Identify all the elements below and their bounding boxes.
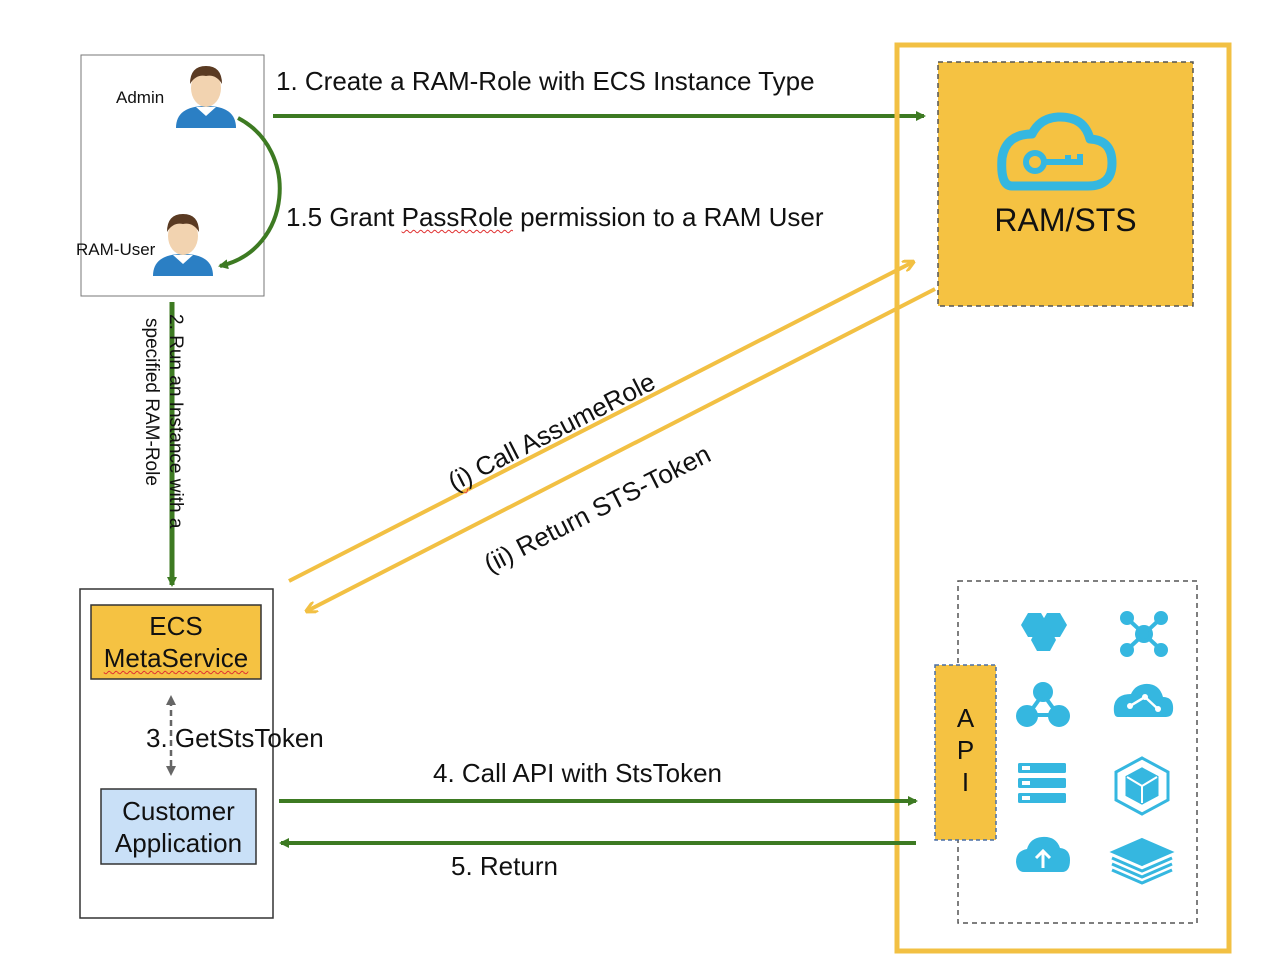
step5-label: 5. Return bbox=[451, 851, 558, 881]
admin-label: Admin bbox=[116, 88, 165, 107]
admin-avatar-icon bbox=[176, 66, 236, 128]
hexagon-cluster-icon bbox=[1021, 613, 1067, 651]
layer-stack-icon bbox=[1109, 837, 1175, 885]
customer-application-box bbox=[100, 788, 257, 865]
ram-sts-label: RAM/STS bbox=[994, 202, 1137, 238]
step1-5-passrole: PassRole bbox=[401, 202, 513, 232]
ecs-metaservice-box bbox=[90, 604, 262, 680]
customer-line: Customer bbox=[122, 795, 235, 826]
cloud-upload-icon bbox=[1016, 836, 1070, 872]
cube-cluster-icon bbox=[1114, 756, 1170, 816]
topology-icon bbox=[1016, 682, 1070, 727]
return-sts-token-arrow bbox=[307, 287, 936, 611]
api-box bbox=[934, 664, 997, 841]
application-line: Application bbox=[114, 827, 243, 858]
ram-user-label: RAM-User bbox=[76, 240, 156, 259]
api-letter-p: P bbox=[956, 735, 975, 765]
grant-passrole-arrow bbox=[218, 116, 282, 270]
ecs-line: ECS bbox=[149, 611, 203, 641]
api-letter-i: I bbox=[961, 767, 970, 797]
step1-label: 1. Create a RAM-Role with ECS Instance T… bbox=[276, 66, 815, 96]
step1-5-label: 1.5 Grant PassRole permission to a RAM U… bbox=[286, 202, 824, 233]
server-stack-icon bbox=[1018, 763, 1066, 803]
metaservice-line: MetaService bbox=[103, 643, 249, 673]
step1-5-prefix: 1.5 Grant bbox=[286, 202, 402, 232]
ecs-metaservice-text: ECS MetaService bbox=[91, 605, 261, 679]
customer-application-text: Customer Application bbox=[101, 789, 256, 864]
api-letter-a: A bbox=[956, 703, 975, 733]
ram-user-avatar-icon bbox=[153, 214, 213, 276]
step2-label-line1: 2. Run an Instance with a bbox=[165, 314, 186, 529]
cloud-region-frame bbox=[894, 42, 1232, 954]
cloud-network-icon bbox=[1113, 683, 1174, 717]
step3-label: 3. GetStsToken bbox=[146, 723, 324, 753]
cloud-key-icon bbox=[997, 112, 1117, 191]
assume-role-arrow bbox=[288, 262, 913, 583]
step1-5-suffix: permission to a RAM User bbox=[512, 202, 824, 232]
step4-label: 4. Call API with StsToken bbox=[433, 758, 723, 788]
network-hub-icon bbox=[1120, 611, 1168, 657]
step2-label-line2: specified RAM-Role bbox=[141, 318, 162, 486]
